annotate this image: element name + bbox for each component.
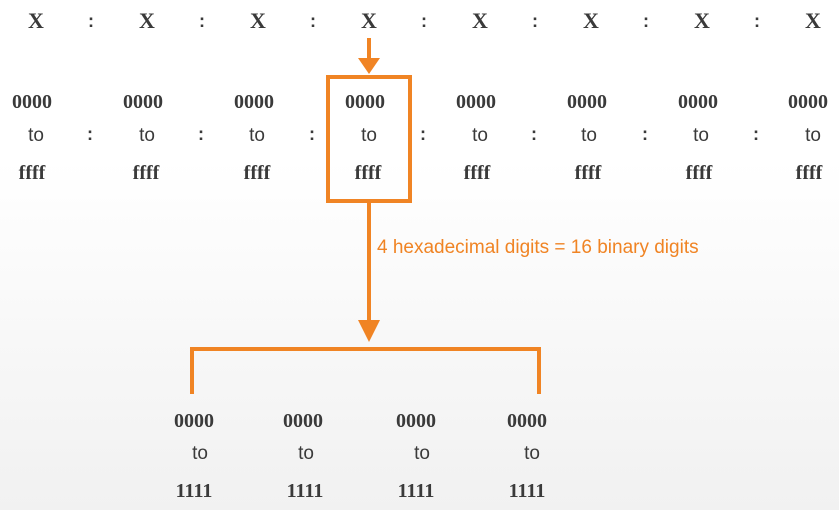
hex-separator: : <box>753 124 759 144</box>
hex-to-word: to <box>249 125 265 146</box>
group-x-7: X <box>694 8 710 33</box>
binary-upto: 1111 <box>286 480 324 502</box>
hex-from: 0000 <box>123 91 163 113</box>
group-x-4: X <box>361 8 377 33</box>
hex-separator: : <box>420 124 426 144</box>
group-x-5: X <box>472 8 488 33</box>
binary-upto: 1111 <box>397 480 435 502</box>
hex-from: 0000 <box>456 91 496 113</box>
hex-separator: : <box>531 124 537 144</box>
hex-from: 0000 <box>12 91 52 113</box>
hex-upto: ffff <box>132 162 160 184</box>
binary-to-word: to <box>298 443 314 464</box>
hex-upto: ffff <box>685 162 713 184</box>
group-x-3: X <box>250 8 266 33</box>
binary-bracket <box>190 347 541 394</box>
binary-to-word: to <box>192 443 208 464</box>
group-x-8: X <box>805 8 821 33</box>
hex-to-word: to <box>805 125 821 146</box>
down-arrow-head <box>358 320 380 342</box>
binary-to-word: to <box>414 443 430 464</box>
top-separator: : <box>643 11 649 31</box>
hex-from: 0000 <box>567 91 607 113</box>
hex-upto: ffff <box>18 162 46 184</box>
top-separator: : <box>421 11 427 31</box>
binary-upto: 1111 <box>508 480 546 502</box>
hex-upto: ffff <box>574 162 602 184</box>
top-separator: : <box>310 11 316 31</box>
hex-to-word: to <box>581 125 597 146</box>
hex-upto: ffff <box>243 162 271 184</box>
hex-separator: : <box>309 124 315 144</box>
top-separator: : <box>199 11 205 31</box>
binary-from: 0000 <box>283 410 323 432</box>
group-x-1: X <box>28 8 44 33</box>
hex-to-word: to <box>361 125 377 146</box>
hex-upto: ffff <box>795 162 823 184</box>
hex-from: 0000 <box>345 91 385 113</box>
hex-upto: ffff <box>463 162 491 184</box>
group-x-2: X <box>139 8 155 33</box>
hex-separator: : <box>198 124 204 144</box>
hex-from: 0000 <box>788 91 828 113</box>
conversion-annotation: 4 hexadecimal digits = 16 binary digits <box>377 237 699 258</box>
hex-separator: : <box>642 124 648 144</box>
hex-from: 0000 <box>234 91 274 113</box>
group-x-6: X <box>583 8 599 33</box>
top-arrow-head <box>358 58 380 74</box>
top-separator: : <box>532 11 538 31</box>
binary-to-word: to <box>524 443 540 464</box>
hex-to-word: to <box>28 125 44 146</box>
hex-separator: : <box>87 124 93 144</box>
hex-upto: ffff <box>354 162 382 184</box>
binary-upto: 1111 <box>175 480 213 502</box>
top-separator: : <box>88 11 94 31</box>
binary-from: 0000 <box>174 410 214 432</box>
hex-to-word: to <box>693 125 709 146</box>
binary-from: 0000 <box>396 410 436 432</box>
hex-to-word: to <box>472 125 488 146</box>
binary-from: 0000 <box>507 410 547 432</box>
hex-to-word: to <box>139 125 155 146</box>
hex-from: 0000 <box>678 91 718 113</box>
top-separator: : <box>754 11 760 31</box>
